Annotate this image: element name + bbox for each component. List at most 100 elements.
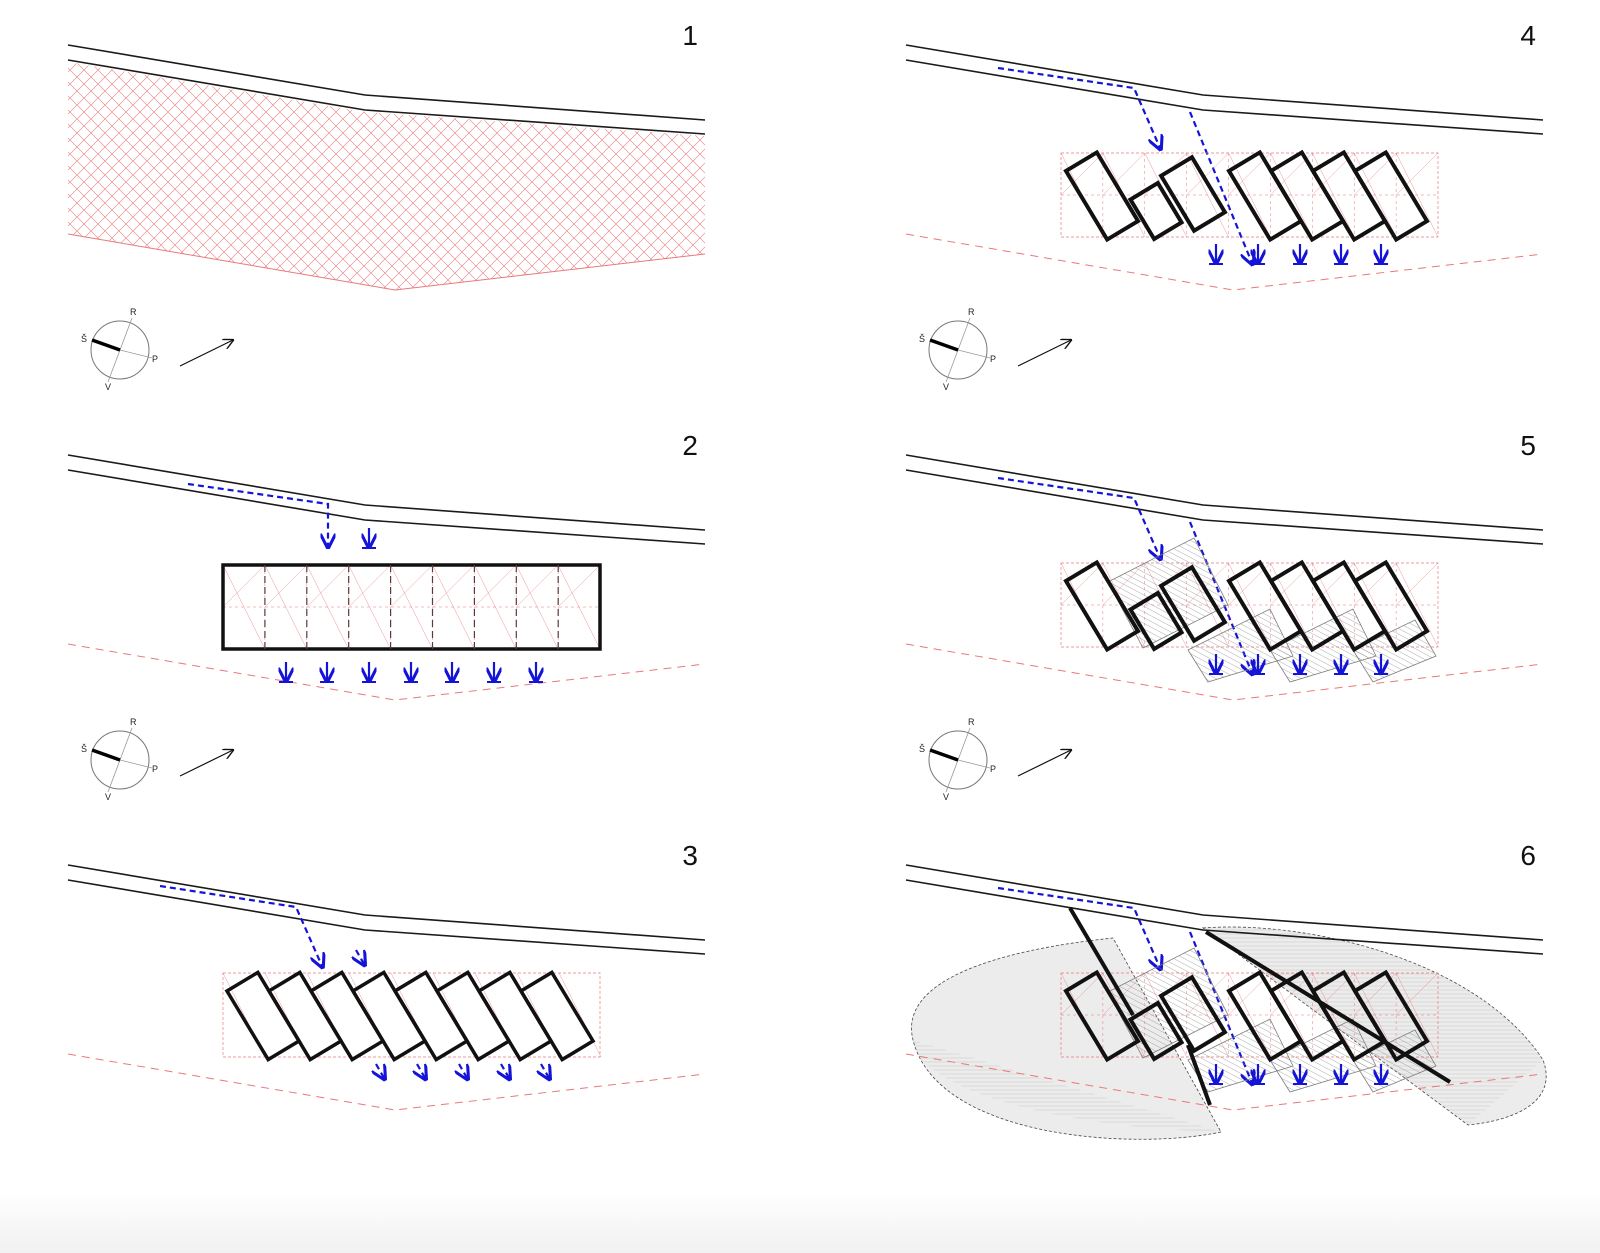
building-block [224,970,302,1062]
compass-north-label: R [968,307,975,317]
building-block [476,970,554,1062]
site-grid-diagonal [306,564,349,650]
road-edge-south [905,879,1544,955]
panel-number-6: 6 [1520,840,1536,871]
retaining-wall [1068,906,1135,1017]
building-block [266,970,344,1062]
pedestrian-path-arrow [417,1063,425,1078]
site-grid-outline [222,972,601,1058]
site-grid-diagonal [348,564,391,650]
building-block [221,563,602,651]
panel-number-4: 4 [1520,20,1536,51]
pedestrian-path-arrow [356,949,364,964]
site-area-hatch [68,62,705,290]
site-grid-diagonal [558,972,602,1058]
building-block [434,970,512,1062]
site-grid-diagonal [474,564,517,650]
compass-east-label: P [990,764,996,774]
site-grid-diagonal [557,564,601,608]
compass-south-label: V [105,382,111,392]
compass-north-label: R [968,717,975,727]
stair-hatch [1352,619,1437,683]
compass-rose: R P V Š [81,717,158,802]
site-grid-diagonal [516,564,559,608]
site-grid-diagonal [348,564,391,608]
road-edge-south [67,879,706,955]
road-edge-south [905,469,1544,545]
road-edge-north [67,864,706,941]
building-block [308,970,386,1062]
pedestrian-path-arrow [501,1063,509,1078]
panel-number-5: 5 [1520,430,1536,461]
bottom-fade [0,1190,1600,1253]
building-block [1127,180,1185,242]
site-grid-diagonal [1060,562,1104,606]
compass-west-label: Š [919,334,925,344]
panel-1 [67,44,706,291]
compass-rose: R P V Š [919,307,996,392]
building-block [1352,559,1430,653]
site-grid-diagonal [432,564,475,608]
site-grid-diagonal [432,564,475,650]
road-edge-north [905,454,1544,531]
shadow-hatch [913,1040,1221,1132]
compass-south-label: V [105,792,111,802]
wind-arrow-icon [179,750,233,777]
site-grid-diagonal [222,564,266,650]
wind-arrow-icon [1017,340,1071,367]
site-grid-diagonal [1395,972,1439,1016]
compass-east-label: P [152,764,158,774]
site-grid-diagonal [1102,152,1145,196]
building-block [1352,149,1430,243]
site-grid-diagonal [1060,972,1104,1016]
compass-north-label: R [130,717,137,727]
compass-south-label: V [943,792,949,802]
road-edge-south [67,469,706,545]
panel-number-1: 1 [682,20,698,51]
pedestrian-path-arrow [376,1063,384,1078]
building-block [1127,1000,1185,1062]
building-block [1158,154,1228,234]
pedestrian-path-arrow [541,1063,549,1078]
site-grid-diagonal [1186,152,1229,196]
panel-number-3: 3 [682,840,698,871]
pedestrian-path-arrow [159,884,322,966]
wind-arrow-icon [179,340,233,367]
panel-3 [67,864,706,1111]
site-grid-diagonal [1186,152,1229,238]
site-boundary-line [905,643,1544,701]
panel-2 [67,454,706,701]
building-block [518,970,596,1062]
site-boundary-line [67,233,706,291]
road-edge-north [905,44,1544,121]
site-grid-diagonal [1060,152,1104,196]
compass-north-label: R [130,307,137,317]
site-grid-diagonal [1395,562,1439,606]
building-block [1063,559,1141,653]
building-block [1063,149,1141,243]
site-grid-diagonal [264,564,307,608]
wind-arrow-icon [1017,750,1071,777]
pedestrian-path-arrow [459,1063,467,1078]
site-grid-diagonal [1395,562,1439,648]
pedestrian-path-arrow [997,886,1160,968]
site-grid-diagonal [390,564,433,650]
building-block [350,970,428,1062]
retaining-wall [1204,930,1452,1084]
site-grid-diagonal [390,564,433,608]
site-grid-diagonal [222,564,266,608]
road-edge-south [905,59,1544,135]
compass-east-label: P [152,354,158,364]
building-block [1352,969,1430,1063]
road-edge-north [67,44,706,121]
road-edge-north [67,454,706,531]
panel-4 [905,44,1544,291]
panel-5 [905,454,1544,701]
compass-south-label: V [943,382,949,392]
compass-rose: R P V Š [81,307,158,392]
pedestrian-path-arrow [997,476,1160,558]
compass-east-label: P [990,354,996,364]
site-boundary-line [67,1053,706,1111]
building-block [1158,974,1228,1054]
pedestrian-path-arrow [187,482,328,546]
